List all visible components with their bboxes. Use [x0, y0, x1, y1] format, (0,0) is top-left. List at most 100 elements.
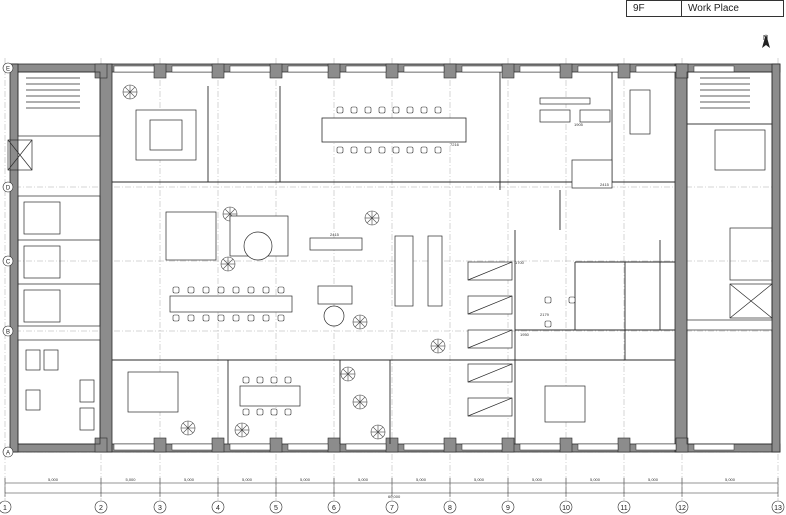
chair	[270, 408, 278, 416]
chair	[187, 286, 195, 294]
chair	[392, 146, 400, 154]
window	[461, 443, 503, 451]
span-dimension: 5,000	[358, 477, 369, 482]
window	[171, 65, 213, 73]
column-grid-bubble: 13	[771, 500, 785, 514]
column-grid-bubble: 6	[327, 500, 341, 514]
span-dimension: 5,000	[184, 477, 195, 482]
window	[693, 65, 735, 73]
column	[443, 63, 457, 79]
chair	[420, 106, 428, 114]
column-grid-bubble: 9	[501, 500, 515, 514]
meeting-table	[321, 117, 467, 143]
chair	[232, 314, 240, 322]
span-dimension: 5,000	[242, 477, 253, 482]
column	[211, 437, 225, 453]
chair	[544, 320, 552, 328]
column-grid-label: 12	[678, 505, 686, 512]
window	[519, 65, 561, 73]
chair	[364, 146, 372, 154]
window	[635, 443, 677, 451]
left-core	[7, 71, 101, 445]
span-dimension: 5,000	[125, 477, 136, 482]
floor-label: 9F	[627, 1, 682, 16]
plant	[352, 394, 368, 410]
chair	[270, 376, 278, 384]
window	[403, 65, 445, 73]
row-grid-label: A	[6, 451, 10, 457]
plant	[352, 314, 368, 330]
chair	[434, 146, 442, 154]
chair	[262, 314, 270, 322]
plant	[122, 84, 138, 100]
chair	[172, 286, 180, 294]
row-grid-label: D	[6, 186, 11, 192]
chair	[406, 106, 414, 114]
lounge-area	[135, 109, 353, 327]
column	[269, 437, 283, 453]
column	[675, 437, 689, 453]
chair	[336, 146, 344, 154]
plant	[370, 424, 386, 440]
chair	[284, 408, 292, 416]
plant	[364, 210, 380, 226]
room-note: 2415	[600, 182, 610, 187]
column-grid-bubble: 2	[94, 500, 108, 514]
chair	[262, 286, 270, 294]
column-grid-label: 1	[3, 505, 7, 512]
chair	[378, 146, 386, 154]
span-dimension: 5,000	[648, 477, 659, 482]
plant	[430, 338, 446, 354]
north-arrow: N	[762, 34, 770, 48]
chair	[350, 146, 358, 154]
window	[693, 443, 735, 451]
right-core	[686, 71, 773, 445]
column	[385, 437, 399, 453]
room-note: 2179	[540, 312, 550, 317]
window	[345, 443, 387, 451]
column	[559, 63, 573, 79]
column	[269, 63, 283, 79]
window	[461, 65, 503, 73]
window	[345, 65, 387, 73]
desk-rows	[127, 235, 586, 423]
column-grid-label: 5	[274, 505, 278, 512]
span-dimension: 5,000	[590, 477, 601, 482]
chair	[544, 296, 552, 304]
column	[617, 63, 631, 79]
column	[385, 63, 399, 79]
column	[153, 437, 167, 453]
column-grid-label: 3	[158, 505, 162, 512]
room-notes: 7216 2415 2415 1905 2179 1950 1700	[330, 122, 610, 337]
column-grid-label: 13	[774, 505, 782, 512]
chair	[172, 314, 180, 322]
chair	[217, 286, 225, 294]
chair	[336, 106, 344, 114]
plant	[220, 256, 236, 272]
row-grid-bubble: E	[2, 62, 14, 74]
windows	[113, 65, 735, 451]
column	[211, 63, 225, 79]
column-grid-bubble: 8	[443, 500, 457, 514]
window	[287, 443, 329, 451]
column-grid-bubble: 3	[153, 500, 167, 514]
window	[577, 443, 619, 451]
window	[577, 65, 619, 73]
column-grid-label: 6	[332, 505, 336, 512]
column	[94, 63, 108, 79]
area-name: Work Place	[688, 3, 739, 14]
row-grid-bubble: A	[2, 446, 14, 458]
column-grid-label: 10	[562, 505, 570, 512]
chair	[392, 106, 400, 114]
plant	[234, 422, 250, 438]
room-note: 2415	[330, 232, 340, 237]
chair	[242, 408, 250, 416]
column	[327, 63, 341, 79]
booth-diagonal	[467, 363, 513, 383]
window	[171, 443, 213, 451]
column	[327, 437, 341, 453]
chair	[277, 314, 285, 322]
column	[617, 437, 631, 453]
plant	[180, 420, 196, 436]
column-grid-bubble: 1	[0, 500, 12, 514]
